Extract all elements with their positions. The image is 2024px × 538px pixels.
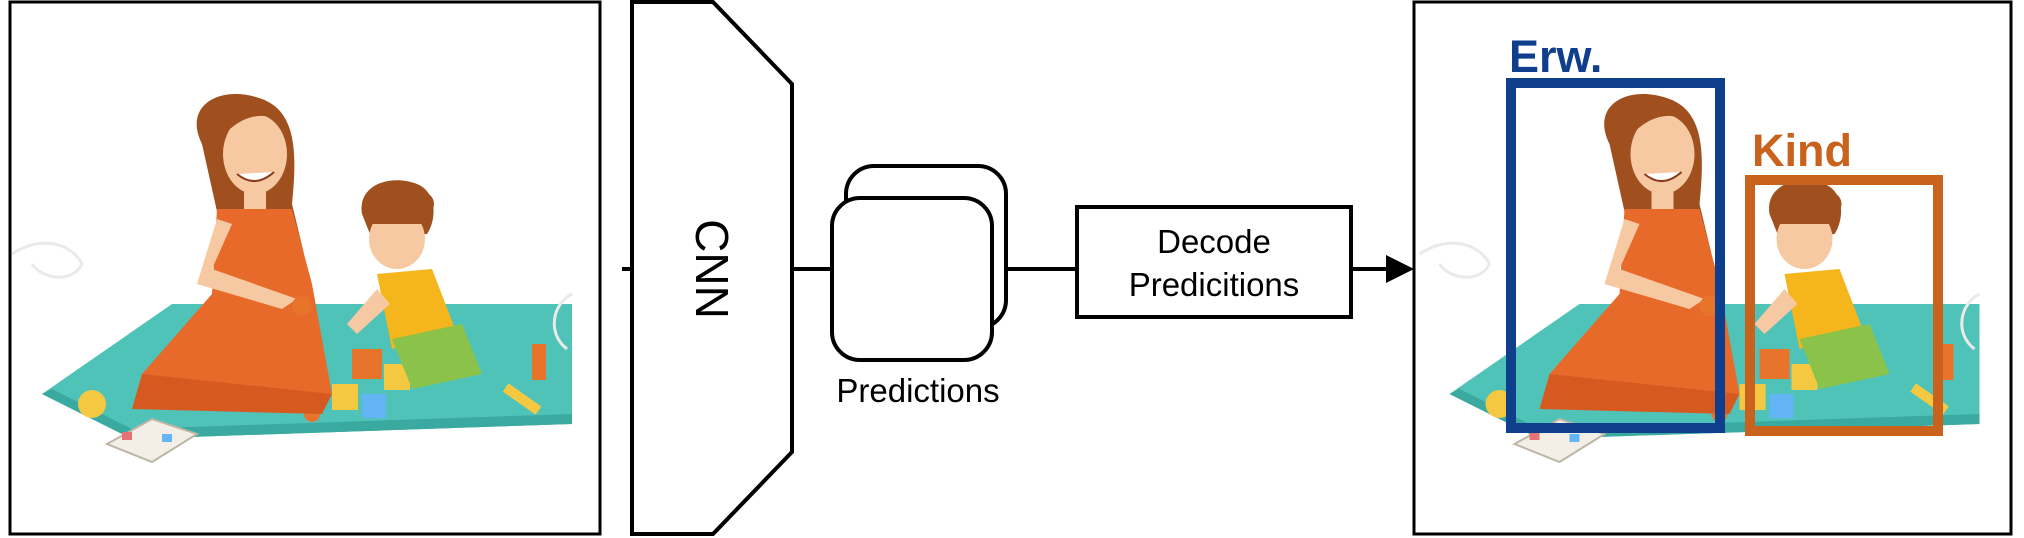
adult-label: Erw. xyxy=(1509,31,1602,82)
output-image-panel: Erw. Kind xyxy=(1412,0,2013,536)
input-image-panel xyxy=(8,0,602,536)
decode-label-line2: Predicitions xyxy=(1129,266,1300,303)
cnn-shape xyxy=(630,0,794,536)
cnn-block: CNN xyxy=(630,0,794,536)
decode-label-line1: Decode xyxy=(1157,223,1271,260)
predictions-stack: Predictions xyxy=(830,164,1008,409)
cnn-label: CNN xyxy=(686,219,738,319)
decode-block: Decode Predicitions xyxy=(1075,205,1353,319)
child-bounding-box xyxy=(1745,175,1943,436)
arrow-head-icon xyxy=(1386,255,1414,283)
decode-box xyxy=(1075,205,1353,319)
prediction-card-front xyxy=(830,196,994,362)
predictions-label: Predictions xyxy=(836,372,999,409)
adult-bounding-box xyxy=(1506,78,1725,433)
child-label: Kind xyxy=(1752,125,1852,176)
